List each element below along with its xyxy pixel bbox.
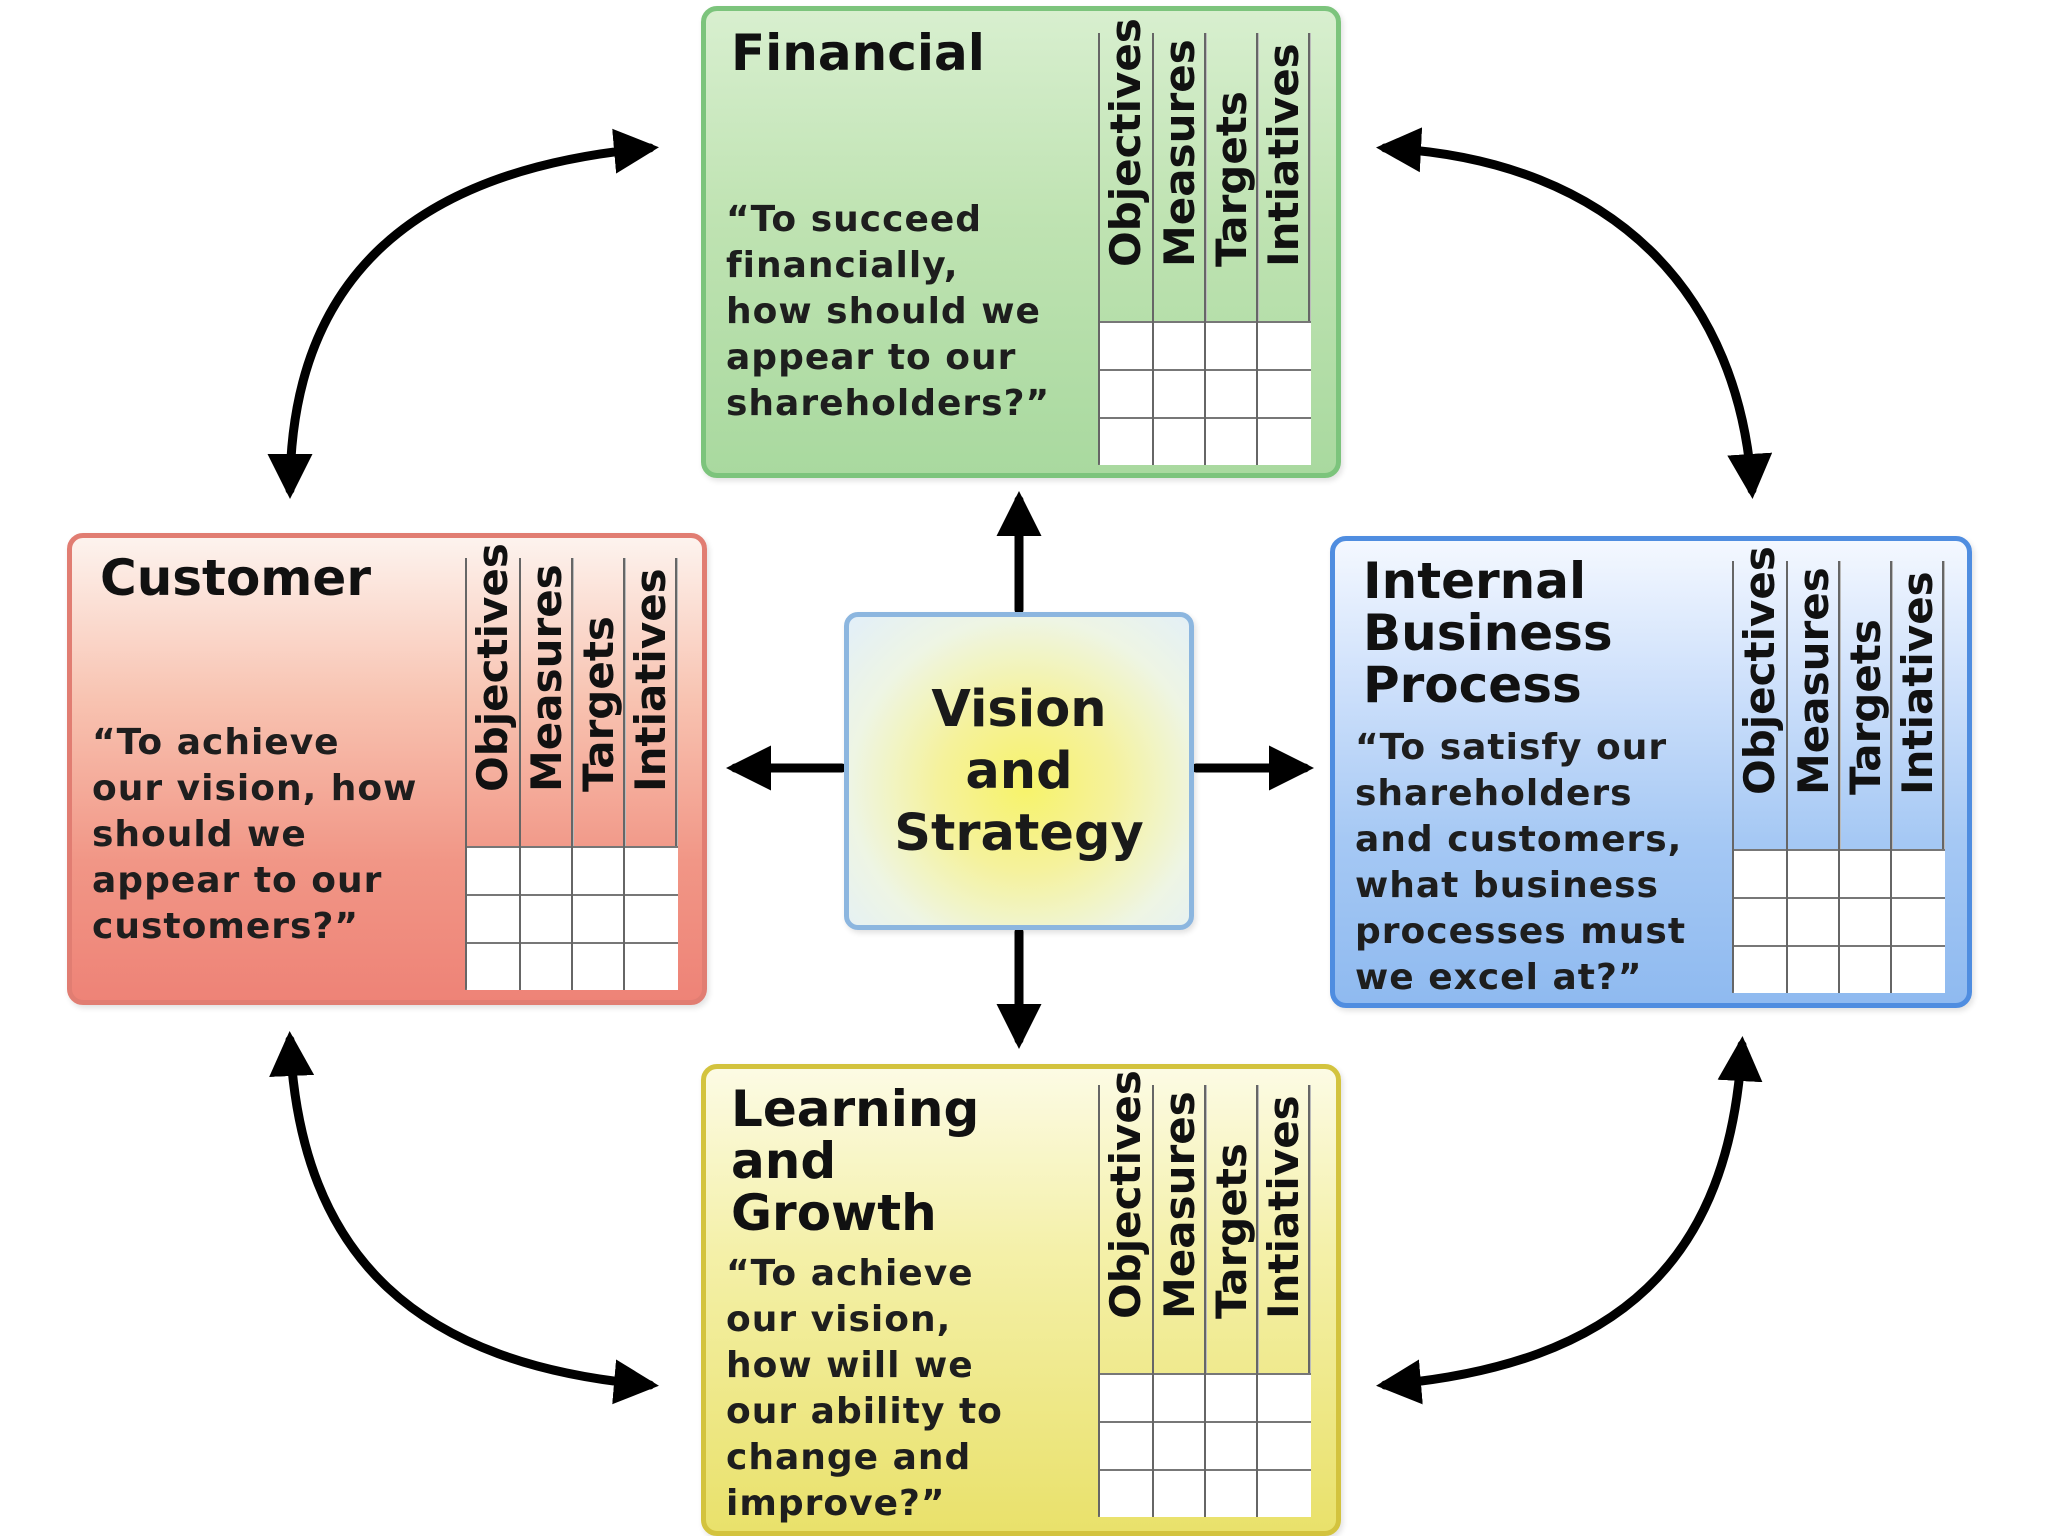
- grid-column: Measures: [1785, 561, 1841, 993]
- customer-perspective-box: Customer “To achieve our vision, how sho…: [67, 533, 707, 1005]
- financial-title: Financial: [731, 24, 985, 82]
- grid-column-label: Measures: [521, 564, 571, 792]
- grid-column-label: Measures: [1154, 39, 1204, 267]
- internal-question: “To satisfy our shareholders and custome…: [1355, 727, 1687, 998]
- grid-column: Targets: [1203, 1085, 1259, 1517]
- learning-question: “To achieve our vision, how will we our …: [726, 1253, 1003, 1524]
- grid-column: Objectives: [1100, 1070, 1153, 1517]
- grid-column-label: Measures: [1788, 567, 1838, 795]
- grid-column: Objectives: [1734, 546, 1787, 993]
- financial-question: “To succeed financially, how should we a…: [726, 199, 1051, 424]
- grid-column: Measures: [1151, 33, 1207, 465]
- grid-column: Targets: [570, 558, 626, 990]
- learning-measure-grid: Objectives Measures Targets Intiatives: [1098, 1070, 1311, 1517]
- vision-strategy-label: Vision and Strategy: [894, 680, 1144, 863]
- grid-column-label: Intiatives: [1893, 571, 1942, 795]
- grid-column-label: Intiatives: [626, 568, 675, 792]
- arrow-customer-learning: [269, 1031, 659, 1405]
- grid-column-label: Objectives: [1735, 546, 1784, 795]
- grid-column-label: Measures: [1154, 1091, 1204, 1319]
- internal-measure-grid: Objectives Measures Targets Intiatives: [1732, 546, 1945, 993]
- grid-column: Intiatives: [1890, 561, 1945, 993]
- learning-title: Learning and Growth: [731, 1080, 980, 1242]
- customer-title: Customer: [100, 549, 371, 607]
- grid-column: Objectives: [1100, 18, 1153, 465]
- grid-column: Intiatives: [1256, 1085, 1311, 1517]
- financial-measure-grid: Objectives Measures Targets Intiatives: [1098, 18, 1311, 465]
- grid-column-label: Targets: [1840, 619, 1890, 795]
- customer-measure-grid: Objectives Measures Targets Intiatives: [465, 543, 678, 990]
- grid-column: Intiatives: [1256, 33, 1311, 465]
- arrow-customer-financial: [267, 128, 659, 499]
- grid-column-label: Intiatives: [1259, 1095, 1308, 1319]
- grid-column: Targets: [1837, 561, 1893, 993]
- grid-column: Targets: [1203, 33, 1259, 465]
- grid-column-label: Targets: [1206, 91, 1256, 267]
- grid-column-label: Objectives: [468, 543, 517, 792]
- arrow-internal-learning: [1376, 1036, 1763, 1405]
- grid-column-label: Objectives: [1101, 1070, 1150, 1319]
- grid-column: Measures: [1151, 1085, 1207, 1517]
- grid-column: Objectives: [467, 543, 520, 990]
- financial-perspective-box: Financial “To succeed financially, how s…: [701, 6, 1341, 478]
- arrow-financial-internal: [1376, 127, 1773, 499]
- grid-column: Measures: [518, 558, 574, 990]
- internal-title: Internal Business Process: [1363, 552, 1613, 714]
- learning-growth-box: Learning and Growth “To achieve our visi…: [701, 1064, 1341, 1536]
- grid-column: Intiatives: [623, 558, 678, 990]
- customer-question: “To achieve our vision, how should we ap…: [92, 722, 418, 947]
- grid-column-label: Targets: [573, 616, 623, 792]
- internal-business-process-box: Internal Business Process “To satisfy ou…: [1330, 536, 1972, 1008]
- vision-strategy-box: Vision and Strategy: [844, 612, 1194, 930]
- grid-column-label: Intiatives: [1259, 43, 1308, 267]
- grid-column-label: Targets: [1206, 1143, 1256, 1319]
- grid-column-label: Objectives: [1101, 18, 1150, 267]
